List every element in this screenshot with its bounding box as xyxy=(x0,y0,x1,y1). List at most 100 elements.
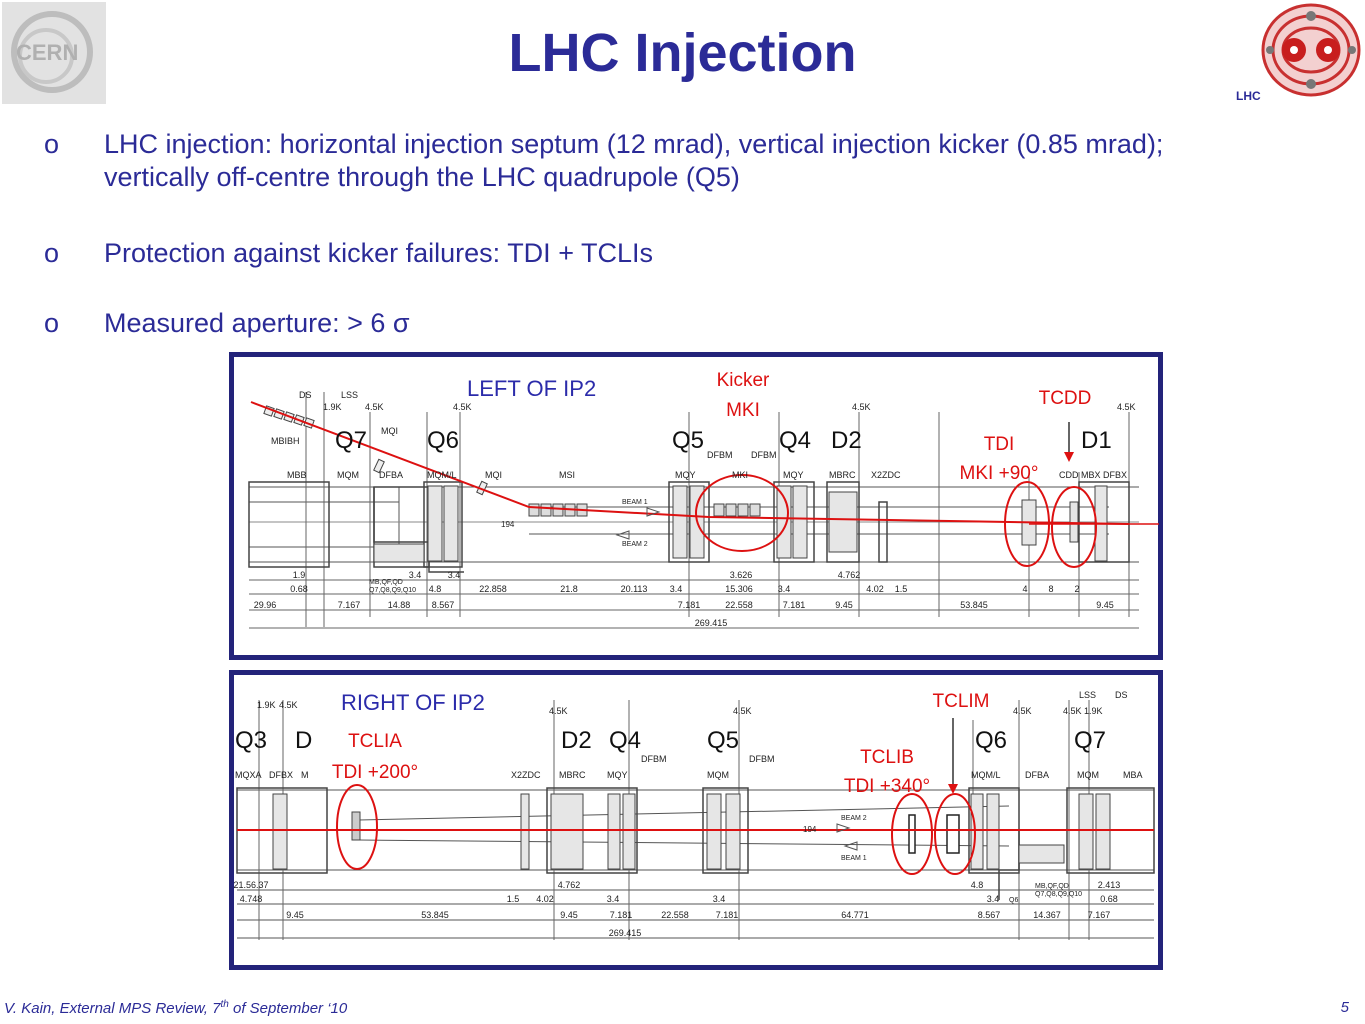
dim-value: 4.8 xyxy=(971,880,984,890)
slide-title: LHC Injection xyxy=(508,23,857,83)
label-dfbm: DFBM xyxy=(749,754,775,764)
label-194: 194 xyxy=(803,825,817,834)
cern-logo-text: CERN xyxy=(16,40,78,65)
label-m: M xyxy=(301,770,309,780)
label-mb-qf-qd: MB,QF,QD xyxy=(1035,883,1069,890)
dim-value: 3.4 xyxy=(713,894,726,904)
label-mqml: MQM/L xyxy=(427,470,457,480)
bullet-marker: o xyxy=(44,129,60,159)
dim-value: 1.9 xyxy=(293,570,306,580)
label-x2zdc: X2ZDC xyxy=(871,470,901,480)
label-mqi: MQI xyxy=(485,470,502,480)
magnet-label: Q3 xyxy=(235,727,267,754)
dim-value: 14.88 xyxy=(388,600,411,610)
dim-value: 20.113 xyxy=(621,584,648,594)
dim-value: 1.5 xyxy=(507,894,520,904)
tclib-label: TCLIB xyxy=(860,747,914,768)
label-mbrc: MBRC xyxy=(829,470,856,480)
dim-value: 9.45 xyxy=(835,600,853,610)
dim-value: 8.567 xyxy=(432,600,455,610)
dim-value: 21.8 xyxy=(560,584,578,594)
tcdd-label: TCDD xyxy=(1039,388,1092,409)
label-temp: 4.5K xyxy=(1117,402,1136,412)
bullet-2: o Protection against kicker failures: TD… xyxy=(44,237,1324,271)
mki-label: MKI xyxy=(726,400,760,421)
dim-value: 4.8 xyxy=(429,584,442,594)
label-ds: DS xyxy=(299,390,312,400)
dim-value: 64.771 xyxy=(841,910,869,920)
bullet-text: Measured aperture: > 6 σ xyxy=(104,308,410,338)
dim-value: 22.558 xyxy=(661,910,689,920)
dim-value: 7.167 xyxy=(338,600,361,610)
label-mbb: MBB xyxy=(287,470,307,480)
magnet-label: Q4 xyxy=(609,727,641,754)
dim-value: 2 xyxy=(1074,584,1079,594)
label-beam2: BEAM 2 xyxy=(622,541,648,548)
label-q6: Q6 xyxy=(1009,897,1018,904)
cern-logo: CERN xyxy=(2,2,106,104)
bullet-marker: o xyxy=(44,308,60,338)
label-temp: 1.9K xyxy=(323,402,342,412)
dim-value: 4.762 xyxy=(558,880,581,890)
label-temp: 4.5K xyxy=(453,402,472,412)
bullet-1: o LHC injection: horizontal injection se… xyxy=(44,128,1324,198)
magnet-label: Q7 xyxy=(335,427,367,454)
bullet-marker: o xyxy=(44,238,60,268)
magnet-label: D2 xyxy=(561,727,592,754)
dim-value: 4.748 xyxy=(240,894,263,904)
label-dfbm: DFBM xyxy=(751,450,777,460)
right-of-ip2-diagram: RIGHT OF IP2 TCLIA TDI +200° TCLIM TCLIB… xyxy=(229,670,1163,970)
label-mqy: MQY xyxy=(675,470,696,480)
label-mqi: MQI xyxy=(381,426,398,436)
magnet-label: D2 xyxy=(831,427,862,454)
lhc-logo xyxy=(1261,3,1361,97)
label-mbrc: MBRC xyxy=(559,770,586,780)
footer-superscript: th xyxy=(220,999,229,1010)
dim-value: 9.45 xyxy=(286,910,304,920)
label-dfbx: DFBX xyxy=(269,770,293,780)
dim-value: 3.4 xyxy=(670,584,683,594)
dim-value: 1.5 xyxy=(895,584,908,594)
tclim-label: TCLIM xyxy=(933,691,990,712)
label-cdd-mbx-dfbx: CDD MBX DFBX xyxy=(1059,470,1127,480)
dim-value: 3.4 xyxy=(987,894,1000,904)
dim-value: 7.181 xyxy=(783,600,806,610)
dim-value: 7.181 xyxy=(716,910,739,920)
dim-value: 8 xyxy=(1048,584,1053,594)
label-mqy: MQY xyxy=(783,470,804,480)
dim-value: 4.02 xyxy=(866,584,884,594)
label-temp: 4.5K xyxy=(733,706,752,716)
label-beam1: BEAM 1 xyxy=(622,499,648,506)
dim-value: 3.4 xyxy=(409,570,422,580)
magnet-label: D xyxy=(295,727,312,754)
footer-text-rest: of September ‘10 xyxy=(228,1000,348,1017)
dim-value: 7.181 xyxy=(610,910,633,920)
page-number: 5 xyxy=(1340,999,1349,1016)
bullet-text: Protection against kicker failures: TDI … xyxy=(104,238,653,268)
label-dfba: DFBA xyxy=(1025,770,1049,780)
label-temp: 1.9K xyxy=(1084,706,1103,716)
dim-value: 4 xyxy=(1022,584,1027,594)
dim-total: 269.415 xyxy=(609,928,642,938)
label-mqm: MQM xyxy=(337,470,359,480)
label-beam2: BEAM 2 xyxy=(841,815,867,822)
tclia-label: TCLIA xyxy=(348,731,402,752)
label-temp: 4.5K xyxy=(365,402,384,412)
dim-value: 0.68 xyxy=(1100,894,1118,904)
label-dfbm: DFBM xyxy=(641,754,667,764)
dim-value: 3.4 xyxy=(778,584,791,594)
label-mqy: MQY xyxy=(607,770,628,780)
label-mbibh: MBIBH xyxy=(271,436,300,446)
label-dfba: DFBA xyxy=(379,470,403,480)
label-temp: 4.5K xyxy=(279,700,298,710)
label-mqm: MQM xyxy=(707,770,729,780)
tclib-angle-label: TDI +340° xyxy=(844,776,930,797)
kicker-label: Kicker xyxy=(717,370,770,391)
label-temp: 1.9K xyxy=(257,700,276,710)
dim-value: 3.4 xyxy=(607,894,620,904)
dim-value: 3.4 xyxy=(448,570,461,580)
dim-value: 4.762 xyxy=(838,570,861,580)
footer-text: V. Kain, External MPS Review, 7 xyxy=(4,1000,221,1017)
label-mki: MKI xyxy=(732,470,748,480)
label-194: 194 xyxy=(501,520,515,529)
